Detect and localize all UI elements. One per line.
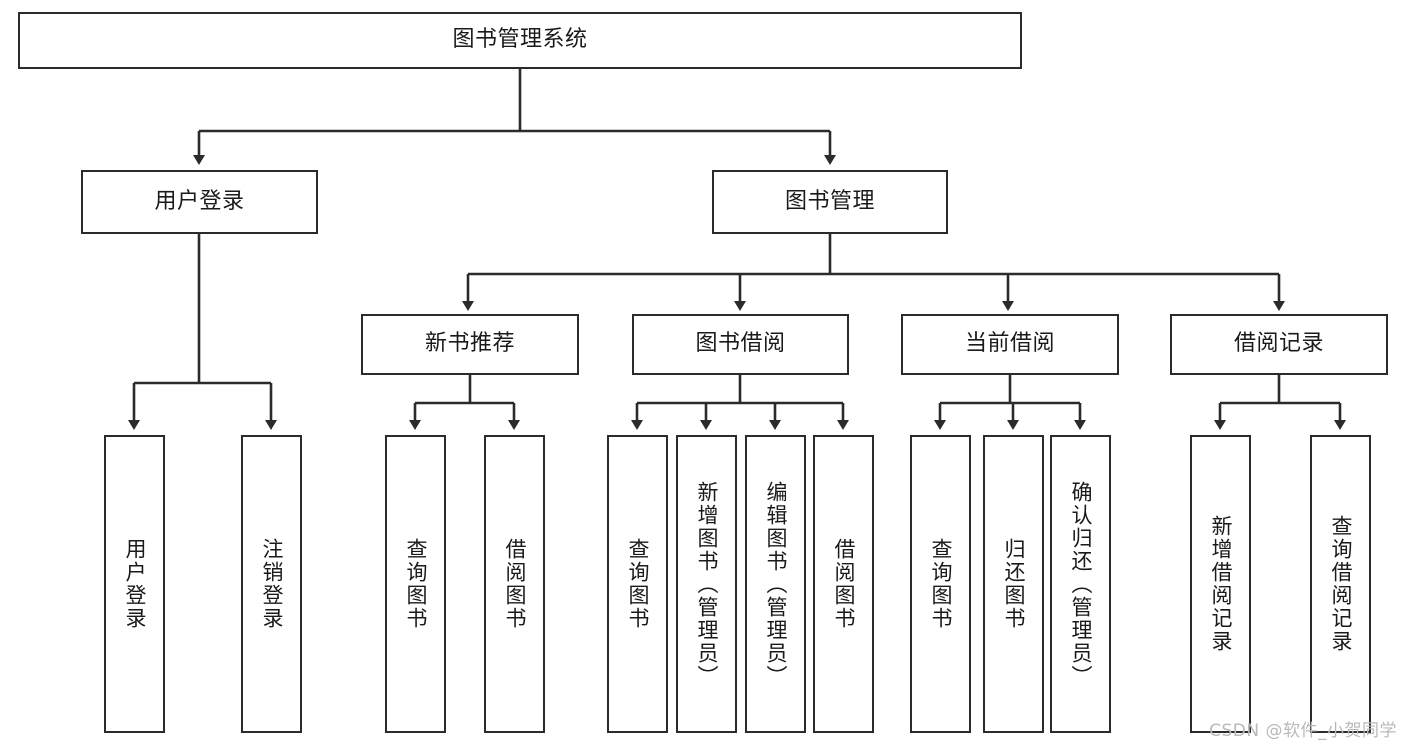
node-leaf-add-book-admin[interactable]: 新增图书（管理员） xyxy=(676,435,737,733)
node-leaf-add-borrow-record[interactable]: 新增借阅记录 xyxy=(1190,435,1251,733)
node-leaf-edit-book-admin[interactable]: 编辑图书（管理员） xyxy=(745,435,806,733)
node-user-login[interactable]: 用户登录 xyxy=(81,170,318,234)
node-leaf-query-book-rec[interactable]: 查询图书 xyxy=(385,435,446,733)
node-current-borrow[interactable]: 当前借阅 xyxy=(901,314,1119,375)
node-root[interactable]: 图书管理系统 xyxy=(18,12,1022,69)
node-leaf-edit-book-admin-label: 编辑图书（管理员） xyxy=(763,480,788,688)
node-borrow-record[interactable]: 借阅记录 xyxy=(1170,314,1388,375)
node-leaf-borrow-book-label: 借阅图书 xyxy=(831,538,856,630)
node-leaf-add-book-admin-label: 新增图书（管理员） xyxy=(694,480,719,688)
node-leaf-borrow-book-rec[interactable]: 借阅图书 xyxy=(484,435,545,733)
node-current-borrow-label: 当前借阅 xyxy=(964,331,1055,357)
node-leaf-user-login-label: 用户登录 xyxy=(122,538,147,630)
node-leaf-return-book[interactable]: 归还图书 xyxy=(983,435,1044,733)
node-leaf-query-book-cur[interactable]: 查询图书 xyxy=(910,435,971,733)
node-leaf-query-borrow-record[interactable]: 查询借阅记录 xyxy=(1310,435,1371,733)
node-leaf-query-book-borrow[interactable]: 查询图书 xyxy=(607,435,668,733)
node-leaf-query-book-rec-label: 查询图书 xyxy=(403,538,428,630)
node-root-label: 图书管理系统 xyxy=(452,27,588,53)
node-new-book-recommend[interactable]: 新书推荐 xyxy=(361,314,579,375)
node-new-book-recommend-label: 新书推荐 xyxy=(424,331,515,357)
node-leaf-add-borrow-record-label: 新增借阅记录 xyxy=(1208,515,1233,653)
node-borrow-record-label: 借阅记录 xyxy=(1233,331,1324,357)
node-leaf-borrow-book-rec-label: 借阅图书 xyxy=(502,538,527,630)
node-book-borrow-label: 图书借阅 xyxy=(695,331,786,357)
node-leaf-user-logout[interactable]: 注销登录 xyxy=(241,435,302,733)
node-book-manage-label: 图书管理 xyxy=(784,188,875,214)
node-leaf-query-book-cur-label: 查询图书 xyxy=(928,538,953,630)
node-user-login-label: 用户登录 xyxy=(154,188,245,214)
node-leaf-borrow-book[interactable]: 借阅图书 xyxy=(813,435,874,733)
node-book-manage[interactable]: 图书管理 xyxy=(712,170,948,234)
node-leaf-query-borrow-record-label: 查询借阅记录 xyxy=(1328,515,1353,653)
node-leaf-query-book-borrow-label: 查询图书 xyxy=(625,538,650,630)
node-leaf-confirm-return-admin[interactable]: 确认归还（管理员） xyxy=(1050,435,1111,733)
node-leaf-user-logout-label: 注销登录 xyxy=(259,538,284,630)
node-leaf-return-book-label: 归还图书 xyxy=(1001,538,1026,630)
node-leaf-confirm-return-admin-label: 确认归还（管理员） xyxy=(1068,480,1093,688)
node-leaf-user-login[interactable]: 用户登录 xyxy=(104,435,165,733)
node-book-borrow[interactable]: 图书借阅 xyxy=(632,314,849,375)
